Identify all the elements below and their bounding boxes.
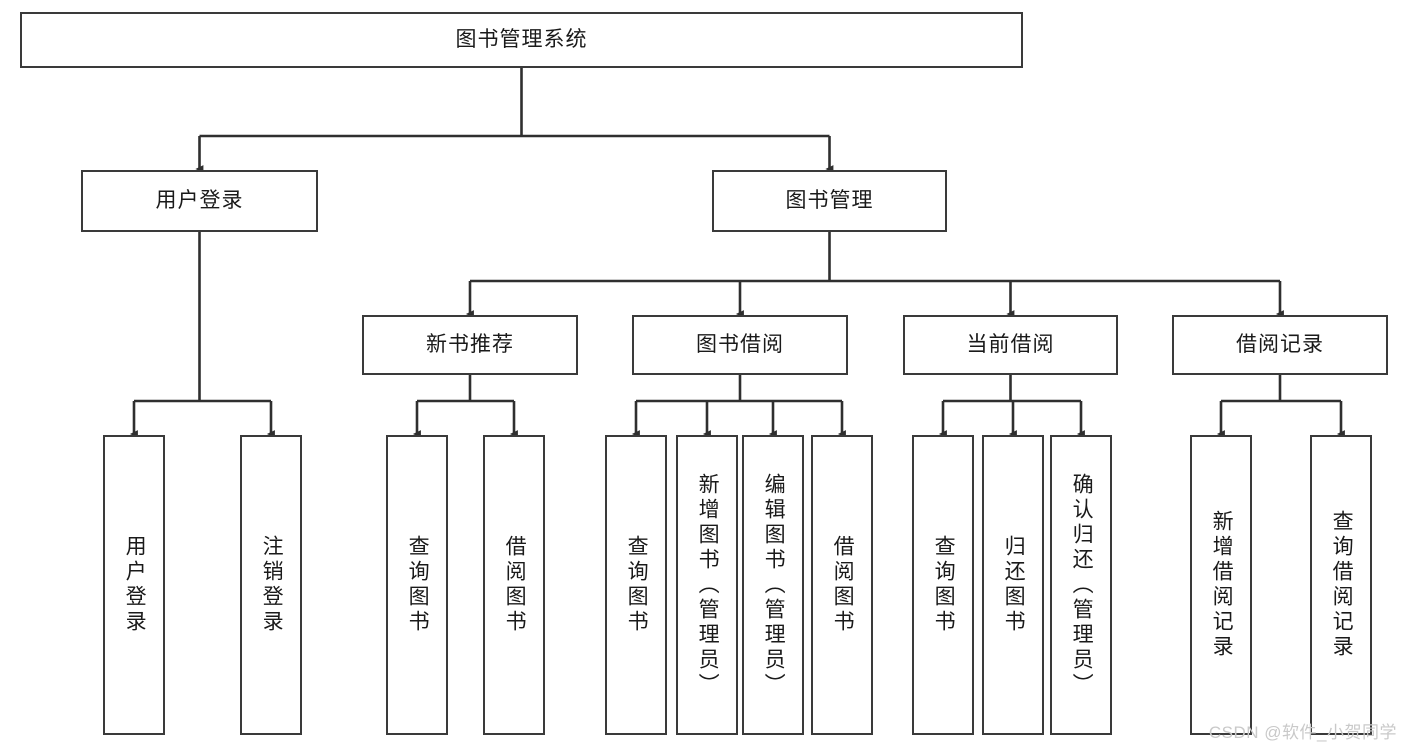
node-leaf-user-login-label: 用户登录: [123, 535, 147, 635]
node-leaf-logout-label: 注销登录: [260, 535, 284, 635]
node-book-borrow[interactable]: 图书借阅: [632, 315, 848, 375]
node-book-borrow-label: 图书借阅: [696, 333, 784, 357]
node-leaf-add-borrow-record-label: 新增借阅记录: [1210, 510, 1234, 660]
node-book-manage[interactable]: 图书管理: [712, 170, 947, 232]
node-leaf-query-borrow-record[interactable]: 查询借阅记录: [1310, 435, 1372, 735]
node-leaf-borrow-book-recommend[interactable]: 借阅图书: [483, 435, 545, 735]
node-leaf-query-book-borrow-label: 查询图书: [625, 535, 649, 635]
node-leaf-borrow-book-recommend-label: 借阅图书: [503, 535, 527, 635]
node-leaf-query-book-current-label: 查询图书: [932, 535, 956, 635]
node-leaf-add-book-label: 新增图书（管理员）: [696, 472, 720, 698]
node-leaf-edit-book[interactable]: 编辑图书（管理员）: [742, 435, 804, 735]
node-user-login[interactable]: 用户登录: [81, 170, 318, 232]
node-leaf-user-login[interactable]: 用户登录: [103, 435, 165, 735]
node-leaf-add-borrow-record[interactable]: 新增借阅记录: [1190, 435, 1252, 735]
node-leaf-confirm-return[interactable]: 确认归还（管理员）: [1050, 435, 1112, 735]
node-book-manage-label: 图书管理: [785, 189, 874, 213]
node-root[interactable]: 图书管理系统: [20, 12, 1023, 68]
node-leaf-edit-book-label: 编辑图书（管理员）: [762, 472, 786, 698]
node-root-label: 图书管理系统: [455, 28, 588, 52]
node-leaf-query-book-borrow[interactable]: 查询图书: [605, 435, 667, 735]
node-new-book-recommend-label: 新书推荐: [426, 333, 514, 357]
node-leaf-query-book-recommend-label: 查询图书: [406, 535, 430, 635]
node-leaf-borrow-book-label: 借阅图书: [831, 535, 855, 635]
node-leaf-query-borrow-record-label: 查询借阅记录: [1330, 510, 1354, 660]
node-leaf-confirm-return-label: 确认归还（管理员）: [1070, 472, 1094, 698]
node-leaf-borrow-book[interactable]: 借阅图书: [811, 435, 873, 735]
node-current-borrow[interactable]: 当前借阅: [903, 315, 1118, 375]
node-borrow-record[interactable]: 借阅记录: [1172, 315, 1388, 375]
node-current-borrow-label: 当前借阅: [966, 333, 1055, 357]
node-leaf-return-book-label: 归还图书: [1002, 535, 1026, 635]
node-leaf-add-book[interactable]: 新增图书（管理员）: [676, 435, 738, 735]
node-new-book-recommend[interactable]: 新书推荐: [362, 315, 578, 375]
node-leaf-logout[interactable]: 注销登录: [240, 435, 302, 735]
edge-group: [129, 68, 1345, 438]
node-user-login-label: 用户登录: [155, 189, 244, 213]
node-leaf-query-book-current[interactable]: 查询图书: [912, 435, 974, 735]
node-borrow-record-label: 借阅记录: [1236, 333, 1324, 357]
node-leaf-return-book[interactable]: 归还图书: [982, 435, 1044, 735]
node-leaf-query-book-recommend[interactable]: 查询图书: [386, 435, 448, 735]
